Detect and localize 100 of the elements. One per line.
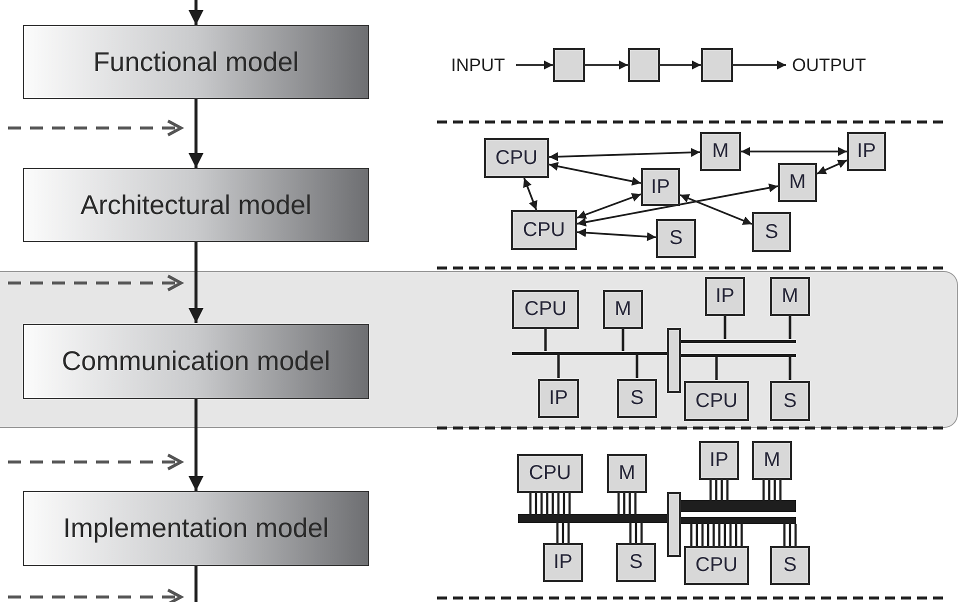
box-label: Implementation model (63, 513, 329, 544)
box-label: M (618, 462, 636, 485)
bus-link (788, 356, 792, 380)
component-box (699, 441, 739, 480)
bus-link (544, 328, 547, 351)
component-box (684, 546, 749, 585)
bus-link (629, 522, 643, 544)
connector-arrow (816, 159, 848, 175)
box-label: CPU (695, 390, 738, 412)
connector-arrow (576, 193, 642, 219)
box-label: Functional model (93, 46, 299, 78)
component-box (705, 277, 745, 316)
bus-link (724, 315, 726, 339)
component-box (603, 290, 643, 329)
box-label: CPU (695, 554, 738, 577)
bus-link (762, 478, 782, 502)
model-box (23, 168, 369, 242)
model-box (23, 491, 369, 566)
box-label: M (789, 171, 806, 194)
box-label: IP (651, 176, 670, 198)
component-box (770, 381, 810, 421)
box-label: S (630, 387, 644, 410)
component-box (700, 132, 741, 171)
component-box (617, 379, 657, 418)
bus-link (636, 354, 638, 378)
flow-arrow (188, 99, 204, 168)
connector-arrow (548, 148, 700, 162)
box-label: S (764, 220, 778, 244)
component-box (517, 454, 583, 493)
box-label: M (782, 285, 798, 308)
bus-bar (681, 500, 796, 512)
box-label: S (783, 554, 797, 577)
bus-bar (518, 514, 667, 523)
component-box (770, 546, 810, 585)
connector-arrow (741, 147, 847, 156)
component-box (778, 163, 817, 202)
box-label: CPU (522, 218, 566, 242)
bus-link (529, 492, 571, 516)
component-box (752, 212, 791, 252)
bus-link (557, 354, 560, 378)
box-label: IP (549, 387, 568, 410)
model-box (23, 324, 369, 399)
box-label: IP (710, 449, 728, 472)
flow-arrow (188, 0, 204, 25)
bus-link (622, 328, 624, 351)
connector-arrow (733, 60, 786, 70)
component-box (752, 441, 792, 480)
box-label: S (783, 390, 797, 412)
connector-arrow (660, 60, 701, 70)
bus-link (618, 492, 636, 516)
bus-link (788, 315, 792, 339)
component-box (538, 379, 579, 418)
bus-link (715, 356, 718, 380)
model-box (23, 25, 369, 99)
component-box (607, 454, 647, 493)
component-box (543, 543, 583, 582)
component-box (684, 381, 749, 421)
bus-bar (681, 340, 796, 343)
component-box (641, 168, 680, 206)
component-box (484, 138, 549, 178)
connector-arrow (548, 162, 642, 186)
box-label: INPUT (451, 54, 505, 76)
bus-bridge (667, 492, 681, 557)
box-label: IP (554, 551, 572, 574)
bus-link (710, 478, 728, 502)
connector-arrow (680, 194, 752, 225)
bus-bridge (667, 328, 681, 393)
box-label: CPU (524, 298, 567, 321)
connector-arrow (585, 60, 628, 70)
box-label: S (629, 551, 643, 574)
connector-arrow (576, 228, 656, 242)
highlight-band (0, 271, 958, 428)
component-box (512, 290, 579, 329)
connector-arrow (523, 178, 538, 210)
bus-bar (681, 517, 796, 524)
box-label: CPU (495, 146, 538, 170)
box-label: IP (857, 140, 876, 163)
box-label: M (764, 449, 780, 472)
bus-bar (681, 354, 796, 357)
bus-link (690, 522, 743, 548)
component-box (770, 277, 810, 316)
box-label: Communication model (62, 346, 330, 377)
connector-arrow (516, 60, 553, 70)
process-box (701, 48, 733, 82)
flow-arrow (188, 242, 204, 323)
flow-arrow (188, 398, 204, 491)
bus-link (556, 522, 570, 544)
box-label: IP (716, 285, 734, 308)
connector-arrow (576, 183, 778, 227)
bus-bar (512, 352, 667, 355)
box-label: CPU (528, 462, 572, 485)
box-label: OUTPUT (792, 54, 866, 76)
box-label: S (669, 227, 683, 250)
component-box (616, 543, 656, 582)
process-box (628, 48, 660, 82)
box-label: M (712, 140, 729, 163)
component-box (847, 132, 886, 171)
component-box (511, 210, 577, 250)
bus-link (783, 522, 797, 548)
box-label: M (614, 298, 632, 321)
